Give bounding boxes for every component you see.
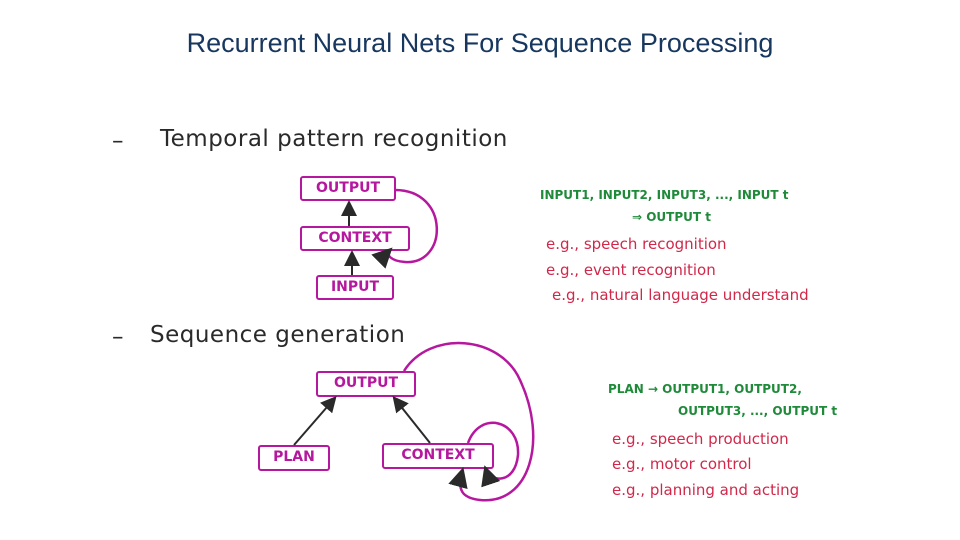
s1-note-line1: INPUT1, INPUT2, INPUT3, ..., INPUT t <box>540 188 789 202</box>
s1-note-line2: ⇒ OUTPUT t <box>632 210 712 224</box>
s2-output-box: OUTPUT <box>316 371 416 397</box>
s1-input-box: INPUT <box>316 275 394 300</box>
s2-note-line2: OUTPUT3, ..., OUTPUT t <box>678 404 838 418</box>
s2-note-line1: PLAN → OUTPUT1, OUTPUT2, <box>608 382 802 396</box>
s2-arrow-plan-to-output <box>293 395 337 446</box>
slide-title: Recurrent Neural Nets For Sequence Proce… <box>186 28 774 58</box>
s2-context-box: CONTEXT <box>382 443 494 469</box>
s2-example-2: e.g., motor control <box>612 455 752 473</box>
s1-example-1: e.g., speech recognition <box>546 235 727 253</box>
s2-inner-loop-arrow <box>466 421 520 488</box>
section1-dash: – <box>112 128 124 154</box>
s2-example-1: e.g., speech production <box>612 430 789 448</box>
section2-dash: – <box>112 324 124 350</box>
s1-loop-arrow <box>371 188 438 269</box>
s2-arrow-context-to-output <box>392 395 431 444</box>
s2-example-3: e.g., planning and acting <box>612 481 800 499</box>
s1-example-3: e.g., natural language understand <box>552 286 809 304</box>
s2-plan-box: PLAN <box>258 445 330 471</box>
section1-heading: Temporal pattern recognition <box>160 126 508 152</box>
s2-outer-loop-arrow <box>402 341 535 502</box>
section2-heading: Sequence generation <box>150 322 406 348</box>
s1-example-2: e.g., event recognition <box>546 261 716 279</box>
